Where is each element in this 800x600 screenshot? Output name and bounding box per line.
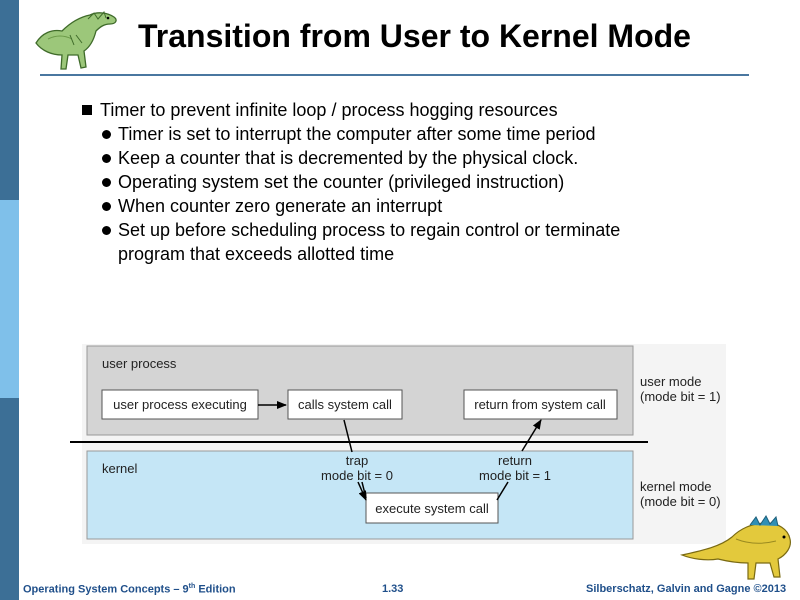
user-mode-bit-label: (mode bit = 1) — [640, 389, 721, 404]
sub-bullet-text: Timer is set to interrupt the computer a… — [118, 124, 596, 144]
square-bullet-icon — [82, 105, 92, 115]
round-bullet-icon — [102, 202, 111, 211]
execute-system-call-box — [365, 492, 499, 524]
kernel-mode-label: kernel mode — [640, 479, 712, 494]
sub-bullet-text: Keep a counter that is decremented by th… — [118, 148, 579, 168]
user-process-executing-text: user process executing — [113, 397, 247, 412]
sidebar-strip — [0, 0, 19, 600]
kernel-mode-bit-label: (mode bit = 0) — [640, 494, 721, 509]
trap-arrow-head — [357, 481, 367, 501]
footer-page-number: 1.33 — [382, 583, 404, 595]
return-label: return — [498, 453, 532, 468]
return-mode-label: mode bit = 1 — [479, 468, 551, 483]
main-bullet-text: Timer to prevent infinite loop / process… — [100, 100, 558, 120]
return-arrow-head — [521, 419, 542, 452]
kernel-region-label: kernel — [102, 461, 138, 476]
user-mode-label: user mode — [640, 374, 701, 389]
sub-bullet-text: Operating system set the counter (privil… — [118, 172, 565, 192]
user-region-label: user process — [102, 356, 177, 371]
footer-edition-superscript: th — [188, 583, 196, 590]
footer-edition-text: Edition — [195, 583, 236, 596]
sub-bullet-continuation-text: program that exceeds allotted time — [118, 244, 395, 264]
round-bullet-icon — [102, 226, 111, 235]
dinosaur-logo-icon — [35, 11, 117, 70]
return-from-system-call-text: return from system call — [474, 397, 606, 412]
round-bullet-icon — [102, 130, 111, 139]
footer-authors: Silberschatz, Galvin and Gagne ©2013 — [586, 583, 787, 595]
footer-book-title-text: Operating System Concepts – 9 — [23, 583, 189, 596]
trap-mode-label: mode bit = 0 — [321, 468, 393, 483]
trap-label: trap — [346, 453, 368, 468]
round-bullet-icon — [102, 178, 111, 187]
user-process-executing-box — [101, 389, 259, 420]
calls-system-call-box — [287, 389, 403, 420]
execute-system-call-text: execute system call — [375, 501, 489, 516]
title-underline — [40, 74, 749, 76]
sub-bullet-text: When counter zero generate an interrupt — [118, 196, 443, 216]
sub-bullet-text: Set up before scheduling process to rega… — [118, 220, 621, 240]
round-bullet-icon — [102, 154, 111, 163]
calls-system-call-text: calls system call — [298, 397, 392, 412]
slide-title: Transition from User to Kernel Mode — [138, 18, 691, 54]
return-from-system-call-box — [463, 389, 618, 420]
return-arrow-line-lower — [496, 481, 509, 501]
dinosaur-mascot-icon — [680, 515, 791, 580]
footer-book-title: Operating System Concepts – 9th Edition — [23, 583, 236, 596]
sidebar-dark-bottom — [0, 398, 19, 600]
sidebar-dark-top — [0, 0, 19, 200]
sidebar-light-middle — [0, 200, 19, 398]
